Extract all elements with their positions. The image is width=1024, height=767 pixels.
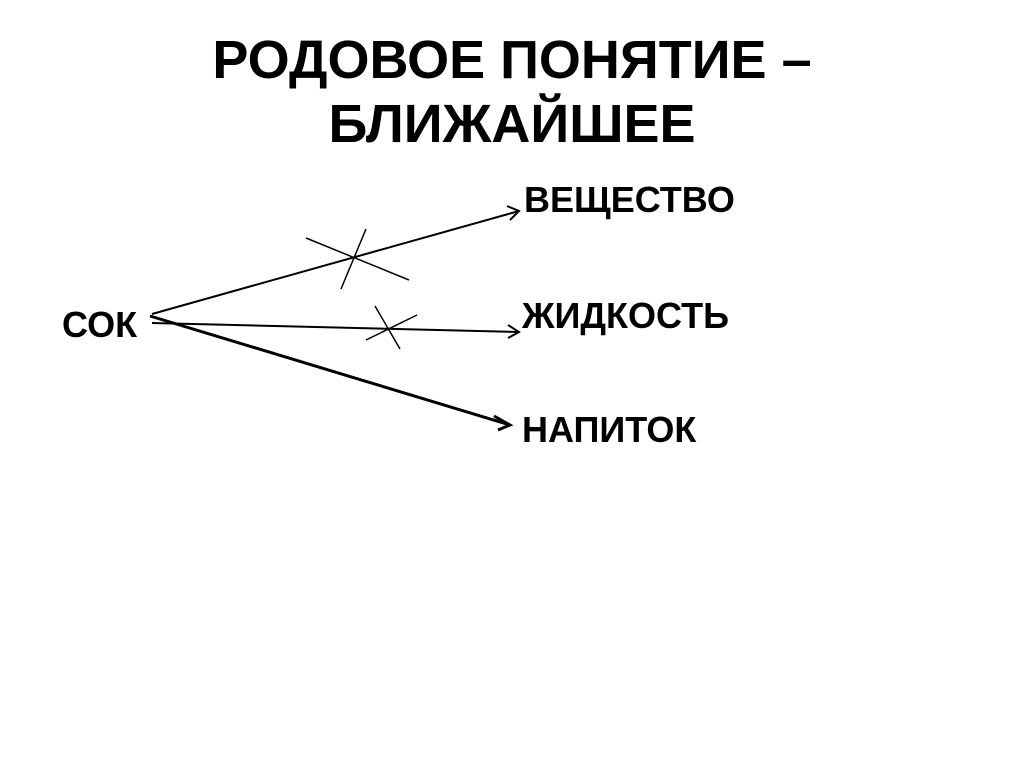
cross-mark-icon — [305, 228, 410, 290]
source-concept-label: СОК — [62, 304, 138, 345]
arrow-to-drink — [149, 314, 514, 432]
arrow-to-substance — [151, 205, 521, 315]
cross-mark-icon — [365, 305, 418, 350]
title-line-2: БЛИЖАЙШЕЕ — [328, 94, 696, 154]
target-label-drink: НАПИТОК — [522, 409, 697, 450]
slide-title: РОДОВОЕ ПОНЯТИЕ – БЛИЖАЙШЕЕ — [0, 28, 1024, 156]
target-label-substance: ВЕЩЕСТВО — [524, 179, 735, 220]
arrow-to-liquid — [151, 322, 521, 339]
target-label-liquid: ЖИДКОСТЬ — [522, 295, 729, 336]
title-line-1: РОДОВОЕ ПОНЯТИЕ – — [212, 30, 812, 90]
